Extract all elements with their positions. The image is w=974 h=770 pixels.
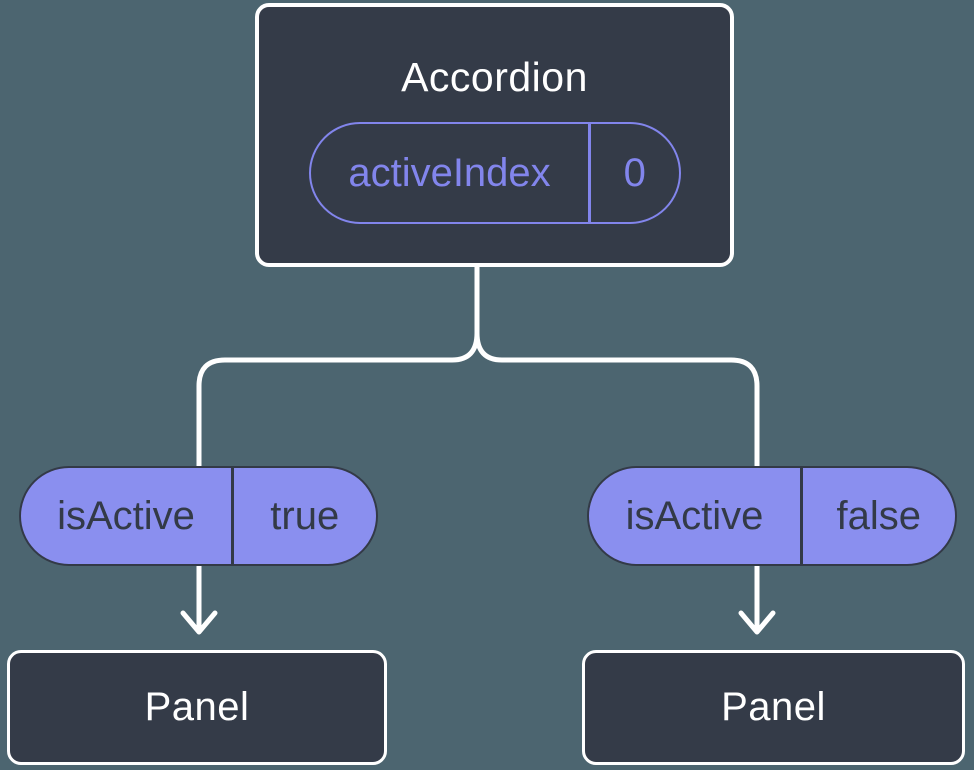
- accordion-node-title: Accordion: [401, 54, 588, 100]
- prop-pill-left-name: isActive: [57, 493, 195, 538]
- prop-pill-left-value: true: [270, 493, 340, 538]
- panel-node-left: Panel: [7, 650, 387, 765]
- state-pill-divider: [588, 124, 591, 222]
- arrow-down-icon-right: [738, 610, 776, 635]
- prop-pill-left: isActive true: [19, 466, 378, 566]
- accordion-node: Accordion activeIndex 0: [255, 3, 734, 267]
- state-pill-name: activeIndex: [348, 150, 551, 195]
- prop-pill-right-divider: [800, 468, 803, 564]
- branch-line-right: [474, 264, 760, 632]
- prop-pill-right-value: false: [836, 493, 922, 538]
- arrow-down-icon-left: [180, 610, 218, 635]
- prop-pill-right-name: isActive: [625, 493, 764, 538]
- panel-node-left-title: Panel: [144, 685, 250, 729]
- prop-pill-left-divider: [231, 468, 234, 564]
- panel-node-right-title: Panel: [721, 685, 826, 729]
- branch-line-left: [196, 264, 480, 632]
- state-pill: activeIndex 0: [309, 122, 681, 224]
- panel-node-right: Panel: [582, 650, 965, 765]
- state-pill-value: 0: [623, 150, 646, 195]
- prop-pill-right: isActive false: [587, 466, 957, 566]
